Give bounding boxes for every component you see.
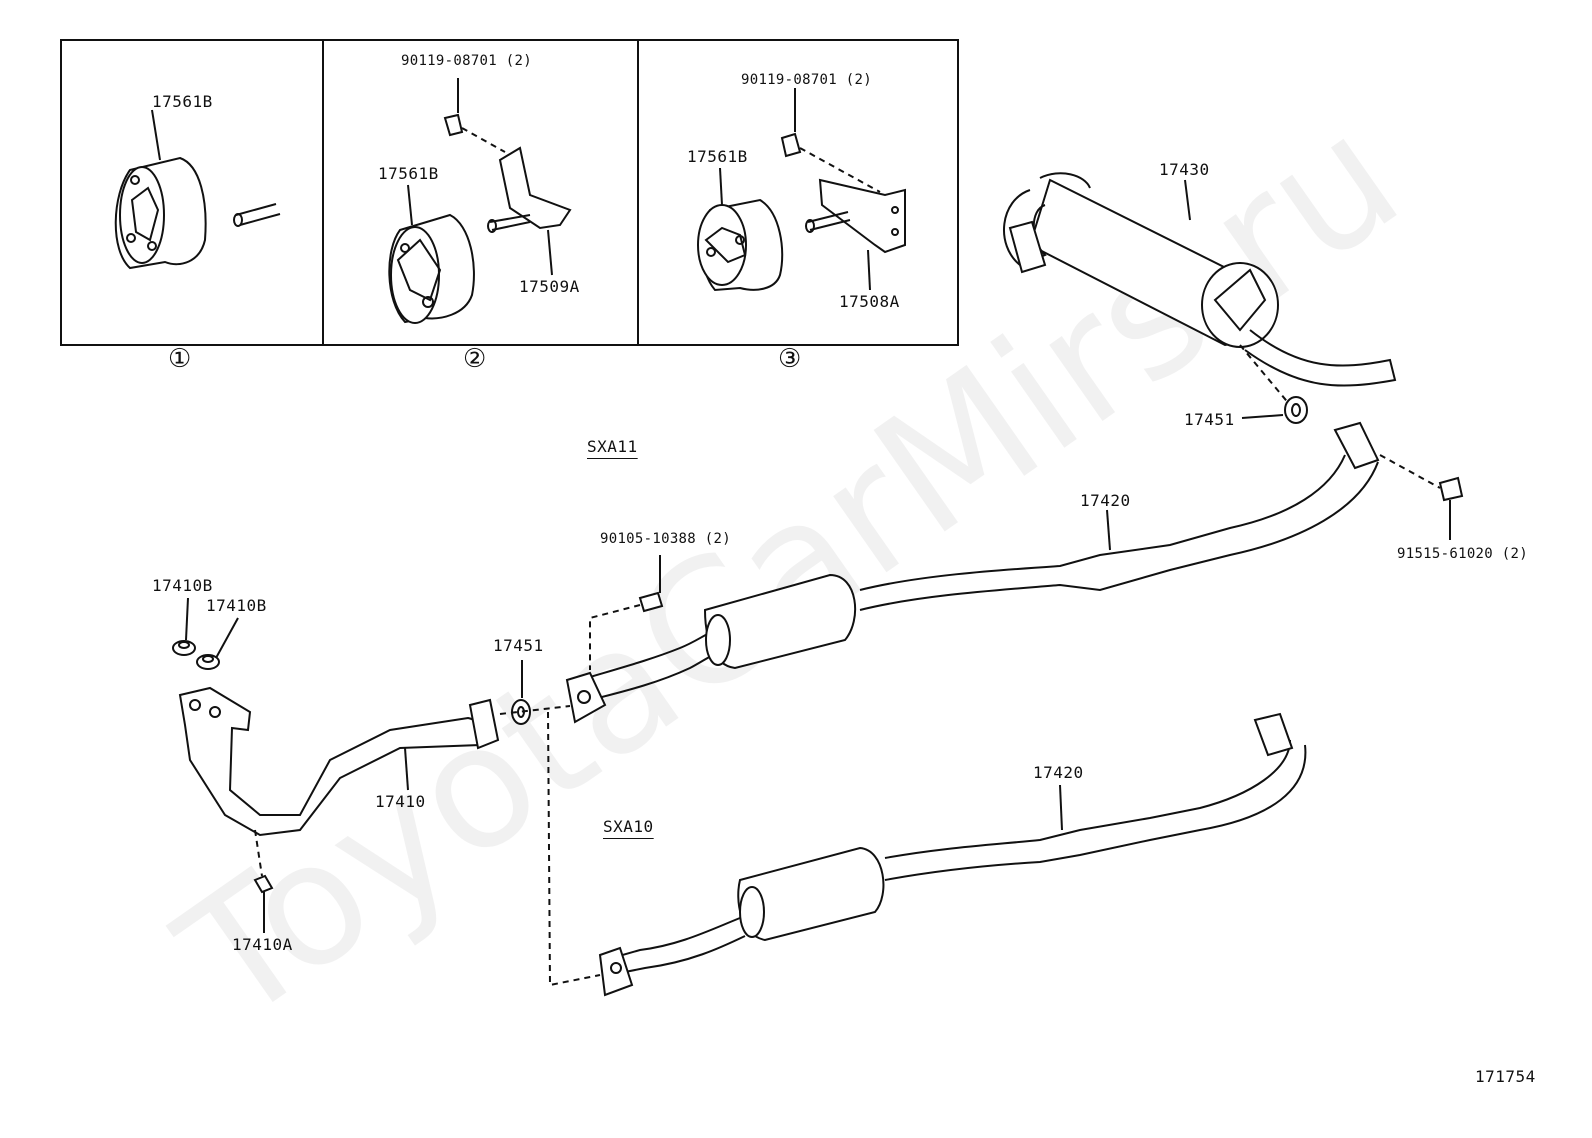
- hanger-pin-1: [233, 203, 281, 227]
- label-17420-upper: 17420: [1080, 491, 1131, 510]
- label-17410A: 17410A: [232, 935, 293, 954]
- label-17410B-1: 17410B: [152, 576, 213, 595]
- bolt-90105: [589, 555, 664, 670]
- label-90105-10388: 90105-10388 (2): [600, 531, 731, 547]
- inset-index-1: ①: [168, 344, 192, 374]
- label-17451-mid: 17451: [493, 636, 544, 655]
- label-17509A: 17509A: [519, 277, 580, 296]
- inset-index-3: ③: [778, 344, 802, 374]
- hanger-insulator-3: [697, 167, 784, 292]
- gasket-17451-top: [1241, 396, 1308, 424]
- hanger-insulator-1: [114, 109, 207, 270]
- variant-label-sxa10: SXA10: [603, 817, 654, 836]
- diagram-number: 171754: [1475, 1067, 1536, 1086]
- label-91515-61020: 91515-61020 (2): [1397, 546, 1528, 562]
- bracket-17508A: [805, 178, 906, 291]
- bolt-90119-b: [780, 88, 881, 193]
- bolt-91515: [1379, 454, 1464, 540]
- label-17451-top: 17451: [1184, 410, 1235, 429]
- front-pipe-17410: [178, 686, 500, 837]
- label-17420-lower: 17420: [1033, 763, 1084, 782]
- label-17561B-inset2: 17561B: [378, 164, 439, 183]
- nut-17410A: [253, 829, 274, 933]
- gasket-17451-mid: [499, 660, 601, 987]
- bracket-17509A: [487, 146, 572, 276]
- label-17410: 17410: [375, 792, 426, 811]
- label-17508A: 17508A: [839, 292, 900, 311]
- exhaust-diagram: [60, 39, 1464, 997]
- label-90119-08701-inset3: 90119-08701 (2): [741, 72, 872, 88]
- label-17561B-inset1: 17561B: [152, 92, 213, 111]
- center-pipe-17420-lower: [598, 712, 1307, 997]
- hanger-insulator-2: [388, 184, 475, 324]
- tail-muffler-17430: [1003, 172, 1397, 406]
- inset-frames: [60, 39, 959, 346]
- label-17430: 17430: [1159, 160, 1210, 179]
- variant-label-sxa11: SXA11: [587, 437, 638, 456]
- front-flange-upper: [565, 671, 607, 724]
- nut-17410B-b: [196, 617, 239, 670]
- label-90119-08701-inset2: 90119-08701 (2): [401, 53, 532, 69]
- label-17410B-2: 17410B: [206, 596, 267, 615]
- label-17561B-inset3: 17561B: [687, 147, 748, 166]
- center-pipe-17420-upper: [579, 421, 1380, 701]
- bolt-90119-a: [443, 78, 506, 153]
- inset-index-2: ②: [463, 344, 487, 374]
- nut-17410B-a: [172, 597, 196, 656]
